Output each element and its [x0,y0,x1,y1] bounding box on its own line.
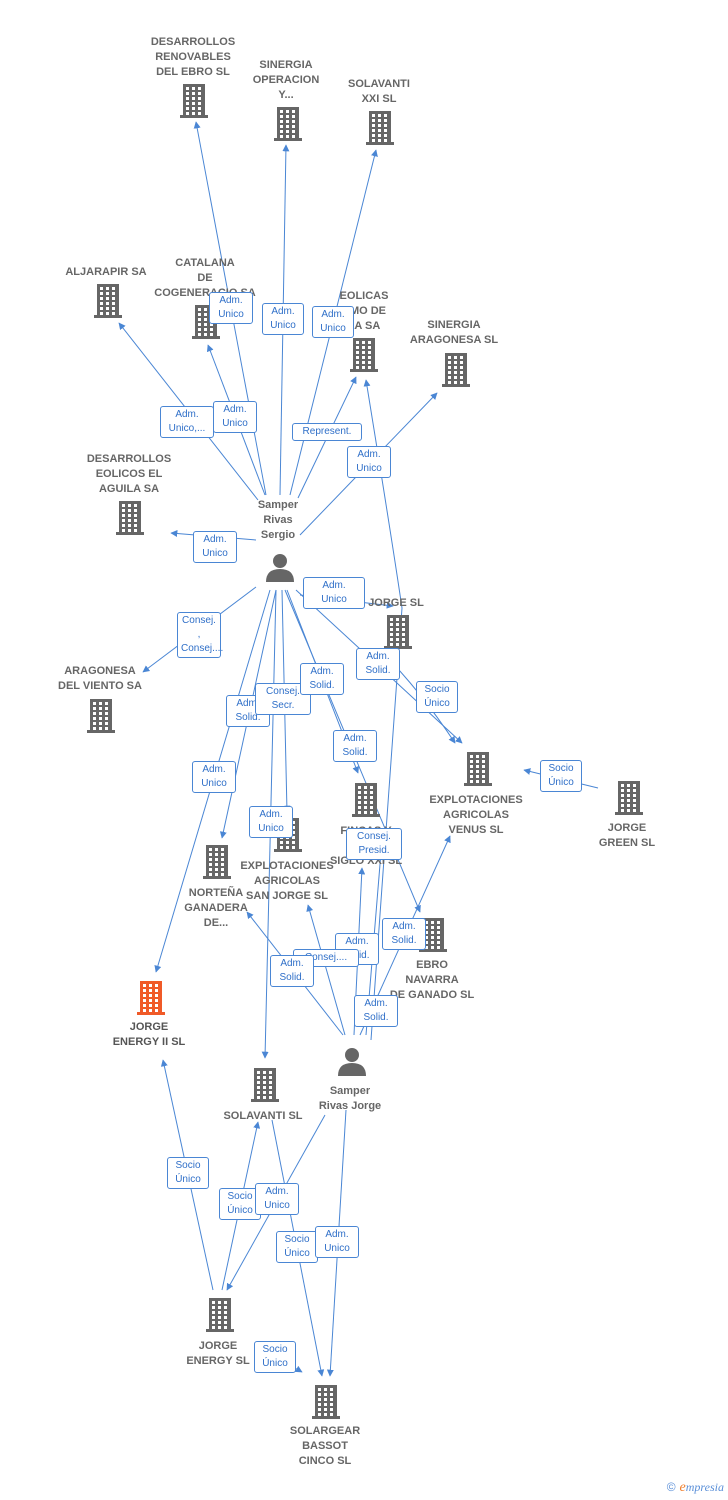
aljarapir-building-icon[interactable] [94,284,122,318]
node-label-jorge_green[interactable]: JORGE GREEN SL [598,822,656,849]
node-label-explotaciones_san_jorge[interactable]: EXPLOTACIONES AGRICOLAS SAN JORGE SL [240,860,334,902]
relation-label[interactable]: Adm. Unico [192,761,236,793]
eolicas-building-icon[interactable] [350,338,378,372]
relation-label[interactable]: Adm. Unico [193,531,237,563]
relation-label[interactable]: Adm. Unico [312,306,354,338]
edge-21 [363,379,403,1041]
relation-label[interactable]: Socio Único [254,1341,296,1373]
node-label-explotaciones_venus[interactable]: EXPLOTACIONES AGRICOLAS VENUS SL [429,794,523,836]
relation-label[interactable]: Adm. Unico [347,446,391,478]
relation-label[interactable]: Adm. Solid. [300,663,344,695]
relation-label[interactable]: Adm. Solid. [354,995,398,1027]
relation-label[interactable]: Socio Único [540,760,582,792]
solavanti_sl-building-icon[interactable] [251,1068,279,1102]
sinergia_aragonesa-building-icon[interactable] [442,353,470,387]
relation-label[interactable]: Adm. Unico [213,401,257,433]
aragonesa_viento-building-icon[interactable] [87,699,115,733]
node-label-jorge_energy[interactable]: JORGE ENERGY SL [186,1340,250,1367]
relation-label[interactable]: Consej. Secr. [255,683,311,715]
fincas-building-icon[interactable] [352,783,380,817]
relation-label[interactable]: Adm. Unico [209,292,253,324]
relation-label[interactable]: Adm. Solid. [333,730,377,762]
brand-name: mpresia [685,1480,724,1494]
relation-label[interactable]: Adm. Solid. [382,918,426,950]
copyright-icon: © [666,1480,676,1494]
node-label-sinergia_aragonesa[interactable]: SINERGIA ARAGONESA SL [409,319,499,346]
solargear-building-icon[interactable] [312,1385,340,1419]
desarrollos_aguila-building-icon[interactable] [116,501,144,535]
relation-label[interactable]: Consej. Presid. [346,828,402,860]
relation-label[interactable]: Consej. , Consej.... [177,612,223,658]
jorge_energy_ii-building-icon[interactable] [137,981,165,1015]
node-label-jorge_sl[interactable]: JORGE SL [368,597,424,609]
node-label-solavanti_xxi[interactable]: SOLAVANTI XXI SL [348,78,410,105]
node-label-desarrollos_ebro[interactable]: DESARROLLOS RENOVABLES DEL EBRO SL [150,36,236,78]
relation-label[interactable]: Adm. Unico [255,1183,299,1215]
relation-label[interactable]: Adm. Unico [249,806,293,838]
explotaciones_venus-building-icon[interactable] [464,752,492,786]
node-label-jorge_energy_ii[interactable]: JORGE ENERGY II SL [112,1021,186,1048]
relation-label[interactable]: Adm. Unico,... [160,406,214,438]
samper_jorge-person-icon[interactable] [338,1048,366,1076]
solavanti_xxi-building-icon[interactable] [366,111,394,145]
relation-label[interactable]: Socio Único [219,1188,261,1220]
edge-17 [306,904,346,1036]
footer-brand: ©empresia [667,1480,724,1496]
node-label-samper_jorge[interactable]: Samper Rivas Jorge [318,1085,382,1112]
samper_sergio-person-icon[interactable] [266,554,294,582]
node-label-samper_sergio[interactable]: Samper Rivas Sergio [257,499,299,541]
relation-label[interactable]: Socio Único [167,1157,209,1189]
node-label-solargear[interactable]: SOLARGEAR BASSOT CINCO SL [289,1425,361,1467]
node-label-solavanti_sl[interactable]: SOLAVANTI SL [223,1110,303,1122]
relation-label[interactable]: Represent. [292,423,362,441]
relation-label[interactable]: Adm. Unico [262,303,304,335]
desarrollos_ebro-building-icon[interactable] [180,84,208,118]
jorge_sl-building-icon[interactable] [384,615,412,649]
relation-label[interactable]: Adm. Solid. [270,955,314,987]
relation-label[interactable]: Adm. Unico [315,1226,359,1258]
node-label-sinergia_operacion[interactable]: SINERGIA OPERACION Y... [252,59,320,101]
node-label-aljarapir[interactable]: ALJARAPIR SA [65,266,147,278]
brand-e: e [679,1480,686,1495]
relation-label[interactable]: Adm. Solid. [356,648,400,680]
node-label-aragonesa_viento[interactable]: ARAGONESA DEL VIENTO SA [58,665,142,692]
nortena-building-icon[interactable] [203,845,231,879]
jorge_green-building-icon[interactable] [615,781,643,815]
relation-label[interactable]: Adm. Unico [303,577,365,609]
relation-label[interactable]: Socio Único [276,1231,318,1263]
sinergia_operacion-building-icon[interactable] [274,107,302,141]
relation-label[interactable]: Socio Único [416,681,458,713]
node-label-nortena[interactable]: NORTEÑA GANADERA DE... [184,887,248,929]
ebro_navarra-building-icon[interactable] [419,918,447,952]
node-label-desarrollos_aguila[interactable]: DESARROLLOS EOLICOS EL AGUILA SA [86,453,172,495]
jorge_energy-building-icon[interactable] [206,1298,234,1332]
